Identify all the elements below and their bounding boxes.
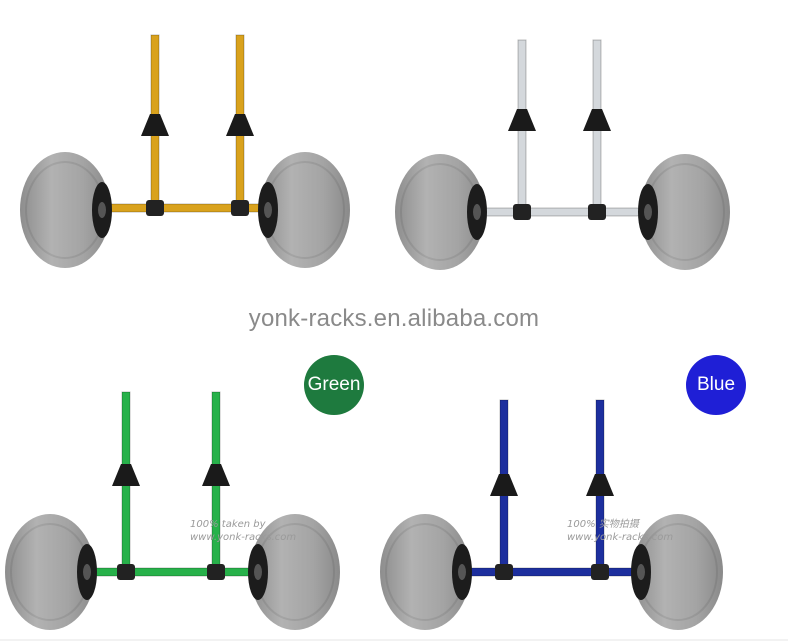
hub-cap	[98, 202, 106, 218]
tire	[20, 152, 110, 268]
bumper-cone	[141, 114, 169, 136]
color-badge-green: Green	[304, 355, 364, 415]
hub-cap	[644, 204, 652, 220]
hub-cap	[458, 564, 466, 580]
tire	[250, 514, 340, 630]
cart-axle	[454, 567, 646, 577]
stamp-line-2: www.yonk-racks.com	[567, 532, 674, 543]
stamp-line-2: www.yonk-racks.com	[190, 532, 297, 543]
tire	[395, 154, 485, 270]
tire	[633, 514, 723, 630]
axle-clamp	[117, 564, 135, 580]
support-pole-2	[583, 39, 611, 220]
bumper-cone	[583, 109, 611, 131]
left-wheel	[380, 514, 472, 630]
cart-axle	[469, 207, 641, 217]
tire	[640, 154, 730, 270]
support-pole-2	[226, 34, 254, 216]
hub-cap	[637, 564, 645, 580]
support-pole-2	[586, 399, 614, 580]
tire	[260, 152, 350, 268]
photo-stamp-blue: 100% 实物拍摄 www.yonk-racks.com	[567, 518, 673, 544]
axle-clamp	[513, 204, 531, 220]
kayak-cart-gold	[20, 34, 350, 268]
bumper-cone	[226, 114, 254, 136]
support-pole-1	[508, 39, 536, 220]
support-pole-1	[490, 399, 518, 580]
color-badge-blue: Blue	[686, 355, 746, 415]
kayak-cart-green	[5, 391, 340, 630]
hub-cap	[254, 564, 262, 580]
stamp-line-1: 100% 实物拍摄	[567, 519, 639, 530]
left-wheel	[395, 154, 487, 270]
axle-clamp	[146, 200, 164, 216]
support-pole-1	[141, 34, 169, 216]
axle-clamp	[591, 564, 609, 580]
tire	[5, 514, 95, 630]
right-wheel	[631, 514, 723, 630]
cart-axle	[79, 567, 263, 577]
left-wheel	[20, 152, 112, 268]
support-pole-1	[112, 391, 140, 580]
bumper-cone	[202, 464, 230, 486]
bumper-cone	[112, 464, 140, 486]
left-wheel	[5, 514, 97, 630]
stamp-line-1: 100% taken by	[190, 519, 266, 530]
kayak-cart-blue	[380, 399, 723, 630]
right-wheel	[638, 154, 730, 270]
bumper-cone	[508, 109, 536, 131]
axle-clamp	[588, 204, 606, 220]
right-wheel	[248, 514, 340, 630]
kayak-cart-silver	[395, 39, 730, 270]
hub-cap	[473, 204, 481, 220]
photo-stamp-green: 100% taken by www.yonk-racks.com	[190, 518, 296, 544]
support-pole-2	[202, 391, 230, 580]
right-wheel	[258, 152, 350, 268]
axle-clamp	[207, 564, 225, 580]
bumper-cone	[586, 474, 614, 496]
site-watermark: yonk-racks.en.alibaba.com	[248, 305, 540, 332]
hub-cap	[83, 564, 91, 580]
axle-clamp	[231, 200, 249, 216]
tire	[380, 514, 470, 630]
bumper-cone	[490, 474, 518, 496]
axle-clamp	[495, 564, 513, 580]
hub-cap	[264, 202, 272, 218]
